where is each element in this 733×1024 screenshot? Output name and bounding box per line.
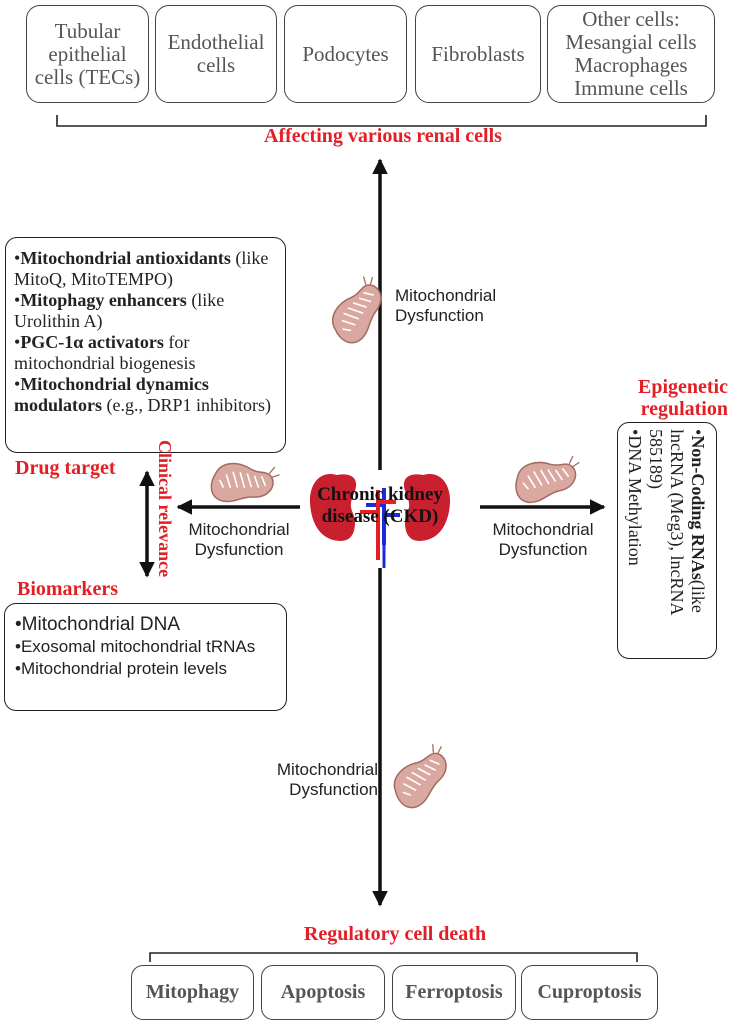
death-box-mitophagy: Mitophagy bbox=[131, 965, 254, 1020]
mitochondria-icon-top bbox=[324, 268, 393, 349]
cell-box-podocytes: Podocytes bbox=[284, 5, 407, 103]
biomarker-box: •Mitochondrial DNA •Exosomal mitochondri… bbox=[4, 603, 287, 711]
clinical-relevance-label: Clinical relevance bbox=[155, 440, 175, 578]
regulatory-label: Regulatory cell death bbox=[303, 923, 487, 945]
death-box-ferroptosis: Ferroptosis bbox=[392, 965, 516, 1020]
drug-item: •PGC-1α activators for mitochondrial bio… bbox=[14, 332, 196, 373]
biomarker-item: •Mitochondrial DNA bbox=[15, 614, 181, 635]
drug-target-box: •Mitochondrial antioxidants (like MitoQ,… bbox=[5, 237, 286, 453]
kidney-icon bbox=[309, 473, 451, 568]
biomarkers-label: Biomarkers bbox=[17, 578, 119, 600]
drug-item: •Mitochondrial antioxidants (like MitoQ,… bbox=[14, 248, 269, 289]
cell-box-fibroblasts: Fibroblasts bbox=[415, 5, 541, 103]
bottom-bracket bbox=[149, 952, 638, 962]
epigenetic-box: •Non-Coding RNAs(like lncRNA (Meg3), lnc… bbox=[617, 422, 717, 659]
biomarker-item: •Mitochondrial protein levels bbox=[15, 659, 227, 678]
drug-target-label: Drug target bbox=[15, 457, 116, 479]
mitochondria-icon-bottom bbox=[384, 735, 460, 815]
top-bracket bbox=[56, 115, 707, 127]
death-box-cuproptosis: Cuproptosis bbox=[521, 965, 658, 1020]
drug-item: •Mitophagy enhancers (like Urolithin A) bbox=[14, 290, 225, 331]
death-box-apoptosis: Apoptosis bbox=[261, 965, 385, 1020]
biomarker-item: •Exosomal mitochondrial tRNAs bbox=[15, 637, 256, 656]
affecting-label: Affecting various renal cells bbox=[264, 125, 502, 147]
mitochondria-icon-left bbox=[208, 458, 283, 504]
epigenetic-text: •Non-Coding RNAs(like lncRNA (Meg3), lnc… bbox=[625, 429, 708, 615]
drug-item: •Mitochondrial dynamics modulators (e.g.… bbox=[14, 374, 272, 415]
mitochondria-icon-right bbox=[508, 447, 588, 508]
